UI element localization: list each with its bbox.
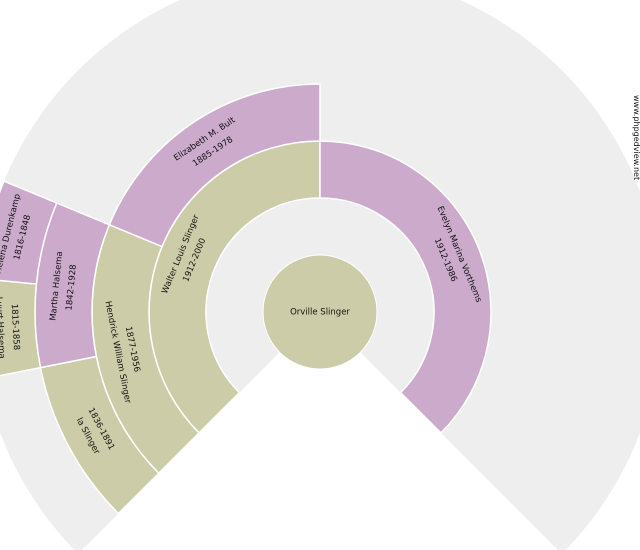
- person-dates: 1815-1858: [9, 304, 21, 351]
- ancestor-segments: [0, 83, 492, 515]
- watermark: www.phpgedview.net: [632, 95, 640, 180]
- person-segment-evelyn[interactable]: [319, 140, 492, 434]
- person-dates: 1842-1928: [64, 264, 78, 311]
- person-segment-helena[interactable]: [0, 180, 58, 285]
- person-name-prefix: la: [74, 416, 88, 430]
- person-name: Luurt Halsema: [0, 297, 6, 359]
- person-name-text: Luurt Halsema: [0, 297, 6, 359]
- root-person-circle[interactable]: [262, 254, 378, 370]
- root-person-name: Orville Slinger: [290, 308, 350, 318]
- person-segment-elizabeth[interactable]: [108, 83, 321, 248]
